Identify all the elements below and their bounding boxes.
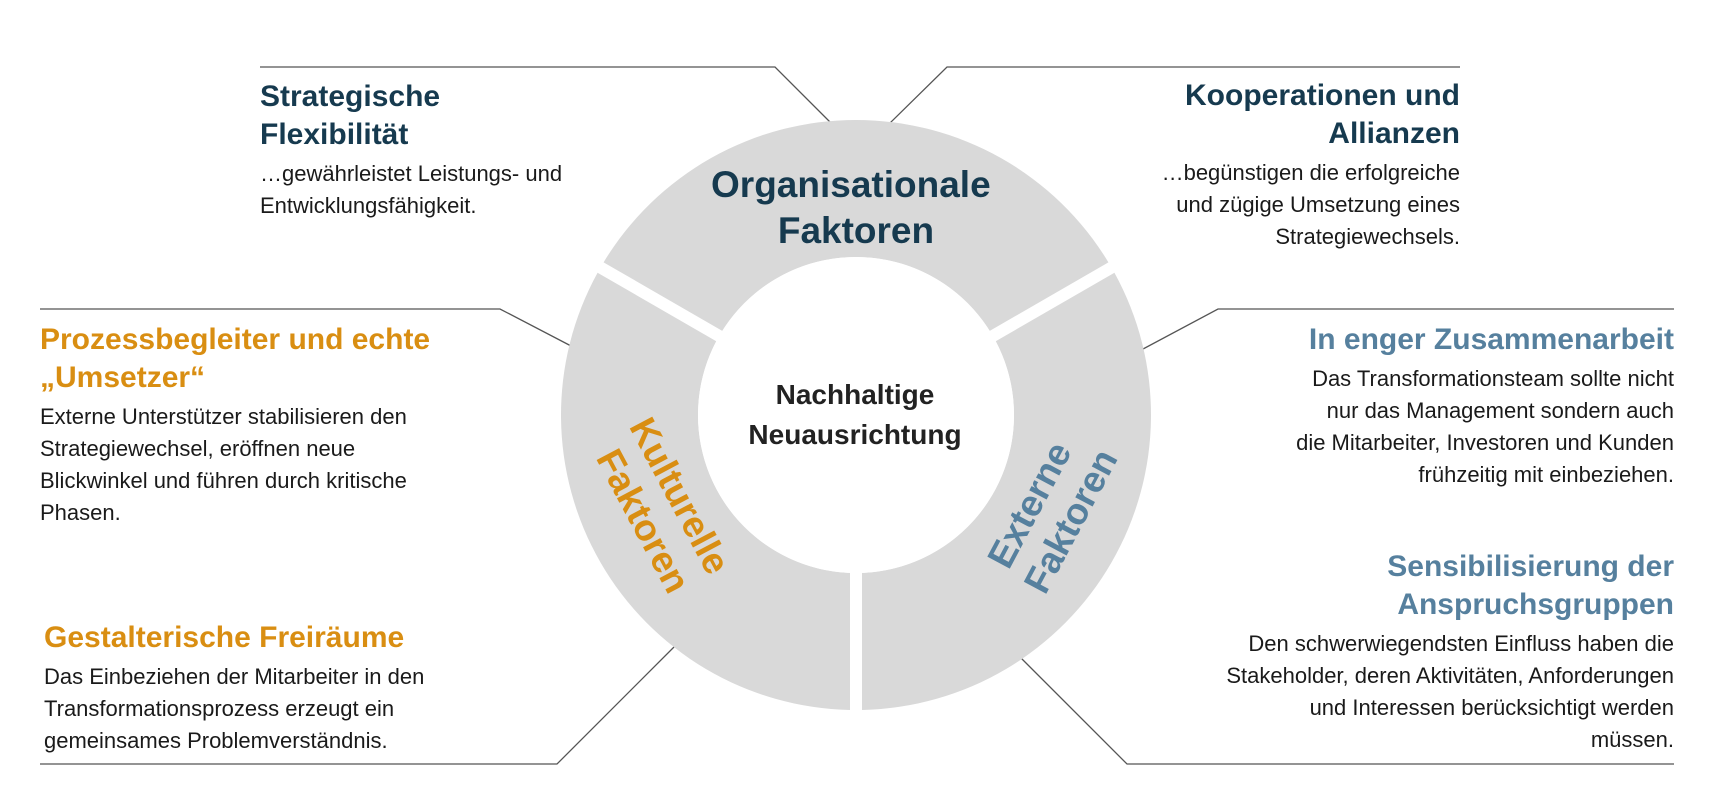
block-title: Gestalterische Freiräume xyxy=(44,621,405,654)
connector-sensibilisierung xyxy=(1019,656,1674,765)
ring-segment-organisational xyxy=(603,120,1109,331)
segment-label-organisational-line2: Faktoren xyxy=(778,210,934,251)
block-gestalterische-freiraeume: Gestalterische Freiräume Das Einbeziehen… xyxy=(44,619,544,757)
block-body: Den schwerwiegendsten Einfluss haben die… xyxy=(1226,631,1674,752)
block-kooperationen-allianzen: Kooperationen und Allianzen …begünstigen… xyxy=(1040,77,1460,253)
connector-zusammenarbeit xyxy=(1142,308,1674,350)
ring-segment-kulturell xyxy=(561,272,851,710)
connector-prozessbegleiter xyxy=(40,308,574,348)
block-title: Prozessbegleiter und echte „Umsetzer“ xyxy=(40,323,431,394)
block-prozessbegleiter: Prozessbegleiter und echte „Umsetzer“ Ex… xyxy=(40,321,540,529)
segment-label-organisational: Organisationale Faktoren xyxy=(711,164,1001,251)
block-strategische-flexibilitaet: Strategische Flexibilität …gewährleistet… xyxy=(260,78,680,222)
block-body: Das Einbeziehen der Mitarbeiter in den T… xyxy=(44,664,425,753)
block-body: Das Transformationsteam sollte nicht nur… xyxy=(1296,366,1674,487)
block-enge-zusammenarbeit: In enger Zusammenarbeit Das Transformati… xyxy=(1164,321,1674,491)
block-sensibilisierung: Sensibilisierung der Anspruchsgruppen De… xyxy=(1124,548,1674,756)
ring-segment-extern xyxy=(861,272,1151,710)
block-body: …begünstigen die erfolgreiche und zügige… xyxy=(1161,160,1460,249)
center-circle xyxy=(698,257,1014,573)
connector-lines xyxy=(40,66,1674,765)
connector-kooperationen xyxy=(887,66,1460,126)
block-title: Sensibilisierung der Anspruchsgruppen xyxy=(1387,550,1674,621)
connector-gestalterische xyxy=(40,645,676,765)
block-title: Kooperationen und Allianzen xyxy=(1185,79,1460,150)
segment-label-organisational-line1: Organisationale xyxy=(711,164,991,205)
connector-strategische xyxy=(260,66,834,126)
block-title: In enger Zusammenarbeit xyxy=(1308,323,1674,356)
block-body: Externe Unterstützer stabilisieren den S… xyxy=(40,404,407,525)
block-body: …gewährleistet Leistungs- und Entwicklun… xyxy=(260,161,563,218)
block-title: Strategische Flexibilität xyxy=(260,80,441,151)
center-label: Nachhaltige Neuausrichtung xyxy=(748,379,962,450)
